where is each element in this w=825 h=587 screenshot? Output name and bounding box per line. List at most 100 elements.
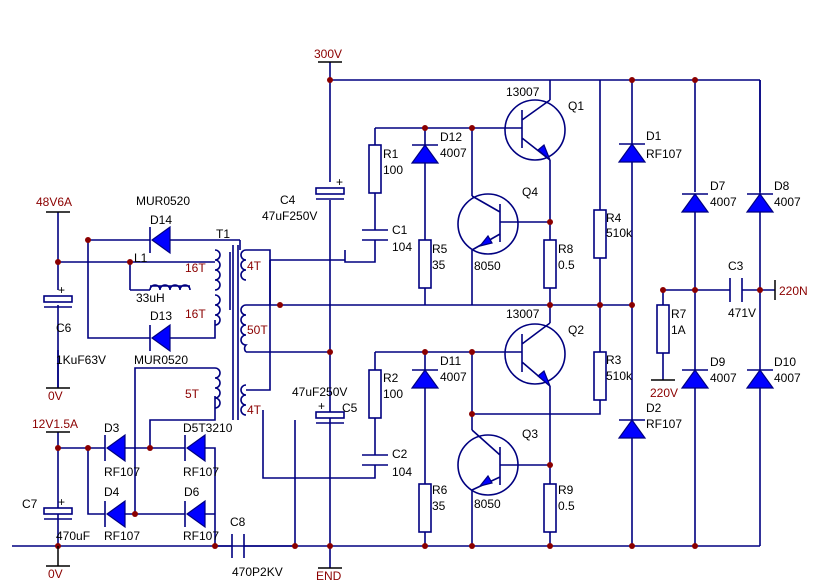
q3-value: 8050 — [474, 497, 501, 511]
c4-ref: C4 — [280, 193, 296, 207]
d6-ref: D6 — [184, 485, 200, 499]
junction — [422, 125, 428, 131]
r2-value: 100 — [383, 387, 403, 401]
diode-d7: D7 4007 — [680, 179, 737, 213]
d2-value: RF107 — [646, 417, 682, 431]
c6-ref: C6 — [56, 321, 72, 335]
d8-value: 4007 — [774, 195, 801, 209]
wires — [12, 62, 775, 568]
junction — [327, 77, 333, 83]
junction — [469, 349, 475, 355]
c4-value: 47uF250V — [262, 209, 317, 223]
c7-polarity: + — [58, 495, 65, 509]
capacitor-c2: C2 104 — [362, 447, 412, 479]
diode-d14: MUR0520 D14 — [136, 194, 190, 255]
c8-value: 470P2KV — [232, 565, 283, 579]
d1-value: RF107 — [646, 147, 682, 161]
r8-ref: R8 — [558, 242, 574, 256]
r2-ref: R2 — [383, 371, 399, 385]
transformer-ref: T1 — [216, 227, 230, 241]
junction — [547, 543, 553, 549]
c3-value: 471V — [728, 306, 756, 320]
r4-ref: R4 — [606, 211, 622, 225]
c6-polarity: + — [58, 283, 65, 297]
junction — [55, 445, 61, 451]
c3-ref: C3 — [728, 259, 744, 273]
port-bar-0v-12 — [46, 546, 70, 567]
junction — [212, 543, 218, 549]
r5-value: 35 — [432, 258, 446, 272]
diode-d9: D9 4007 — [680, 355, 737, 389]
d8-ref: D8 — [774, 179, 790, 193]
junction — [692, 287, 698, 293]
d13-ref: D13 — [150, 309, 172, 323]
d3-value: RF107 — [104, 465, 140, 479]
c2-value: 104 — [392, 465, 412, 479]
junction — [629, 543, 635, 549]
r7-ref: R7 — [671, 307, 687, 321]
capacitor-c1: C1 104 — [362, 223, 412, 254]
diode-d2: D2 RF107 — [617, 401, 682, 439]
capacitor-c8: C8 470P2KV — [230, 515, 283, 579]
winding-4t-a: 4T — [247, 259, 262, 273]
resistor-r7: R7 1A — [656, 304, 687, 354]
junction — [127, 259, 133, 265]
r1-value: 100 — [383, 163, 403, 177]
junction — [547, 462, 553, 468]
c4-polarity: + — [336, 175, 343, 189]
resistor-r5: R5 35 — [418, 239, 448, 289]
winding-16t-a: 16T — [185, 261, 206, 275]
junction — [132, 511, 138, 517]
diode-d4: D4 RF107 — [104, 485, 140, 543]
junction — [85, 237, 91, 243]
d11-value: 4007 — [440, 370, 467, 384]
d10-value: 4007 — [774, 371, 801, 385]
c1-ref: C1 — [392, 223, 408, 237]
capacitor-c7: + C7 470uF — [22, 495, 90, 543]
net-label-end: END — [316, 569, 342, 583]
winding-16t-b: 16T — [185, 307, 206, 321]
r1-ref: R1 — [383, 147, 399, 161]
c5-ref: C5 — [342, 401, 358, 415]
junction — [597, 302, 603, 308]
d9-value: 4007 — [710, 371, 737, 385]
junction — [469, 543, 475, 549]
resistor-r2: R2 100 — [368, 369, 403, 419]
winding-50t: 50T — [247, 323, 268, 337]
d7-ref: D7 — [710, 179, 726, 193]
d14-ref: D14 — [150, 213, 172, 227]
c5-value: 47uF250V — [292, 385, 347, 399]
q3-ref: Q3 — [522, 427, 538, 441]
d6-value: RF107 — [183, 529, 219, 543]
q1-value: 13007 — [506, 85, 540, 99]
transistor-q1: 13007 Q1 — [504, 85, 584, 161]
junction — [692, 77, 698, 83]
junction — [292, 543, 298, 549]
resistor-r9: R9 0.5 — [543, 483, 575, 533]
r3-ref: R3 — [606, 353, 622, 367]
junction — [422, 349, 428, 355]
net-label-220n: 220N — [779, 284, 808, 298]
r9-ref: R9 — [558, 483, 574, 497]
net-label-12v: 12V1.5A — [32, 417, 78, 431]
diode-d12: D12 4007 — [410, 130, 467, 164]
junction — [327, 349, 333, 355]
d13-value: MUR0520 — [134, 353, 188, 367]
junction — [327, 543, 333, 549]
q2-value: 13007 — [506, 307, 540, 321]
diode-d5: D5T3210 RF107 — [183, 421, 233, 479]
q4-ref: Q4 — [522, 185, 538, 199]
junctions — [55, 77, 763, 549]
net-label-300v: 300V — [314, 47, 342, 61]
d14-value: MUR0520 — [136, 194, 190, 208]
c5-polarity: + — [318, 399, 325, 413]
c1-value: 104 — [392, 240, 412, 254]
r4-value: 510k — [606, 226, 633, 240]
r6-value: 35 — [432, 499, 446, 513]
d12-value: 4007 — [440, 146, 467, 160]
capacitor-c6: + C6 1KuF63V — [43, 283, 106, 367]
junction — [629, 77, 635, 83]
diode-d6: D6 RF107 — [183, 485, 219, 543]
c2-ref: C2 — [392, 447, 408, 461]
